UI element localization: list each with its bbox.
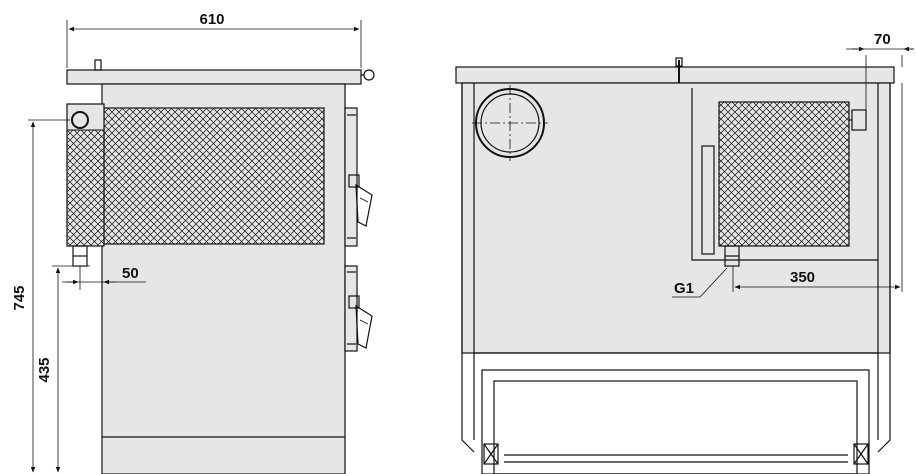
dim-label-610: 610 xyxy=(199,11,224,28)
side-boiler-port xyxy=(71,111,89,129)
front-left-foot xyxy=(483,443,499,465)
side-top-knob xyxy=(94,59,102,71)
dim-label-745: 745 xyxy=(11,285,28,310)
front-water-tank-hatch xyxy=(718,101,850,247)
g1-leader-line xyxy=(699,267,728,298)
front-oven-door xyxy=(493,380,858,474)
side-handle-ring xyxy=(363,69,375,81)
side-upper-door xyxy=(344,107,358,247)
dim-label-435: 435 xyxy=(36,357,53,382)
front-right-foot xyxy=(853,443,869,465)
dim-label-70: 70 xyxy=(874,31,891,48)
side-water-tank-hatch xyxy=(103,107,325,245)
side-boiler-hatch xyxy=(66,129,105,247)
front-side-rod xyxy=(701,145,715,255)
front-tank-frame xyxy=(691,88,878,261)
front-top-plate xyxy=(455,66,895,84)
front-oven-frame xyxy=(481,369,870,474)
dim-label-50: 50 xyxy=(122,265,139,282)
front-view: 70 350 G1 xyxy=(455,31,914,474)
g1-label: G1 xyxy=(674,280,694,297)
side-view: 610 745 435 50 xyxy=(11,11,375,474)
dim-label-350: 350 xyxy=(790,269,815,286)
side-top-plate xyxy=(66,69,362,85)
